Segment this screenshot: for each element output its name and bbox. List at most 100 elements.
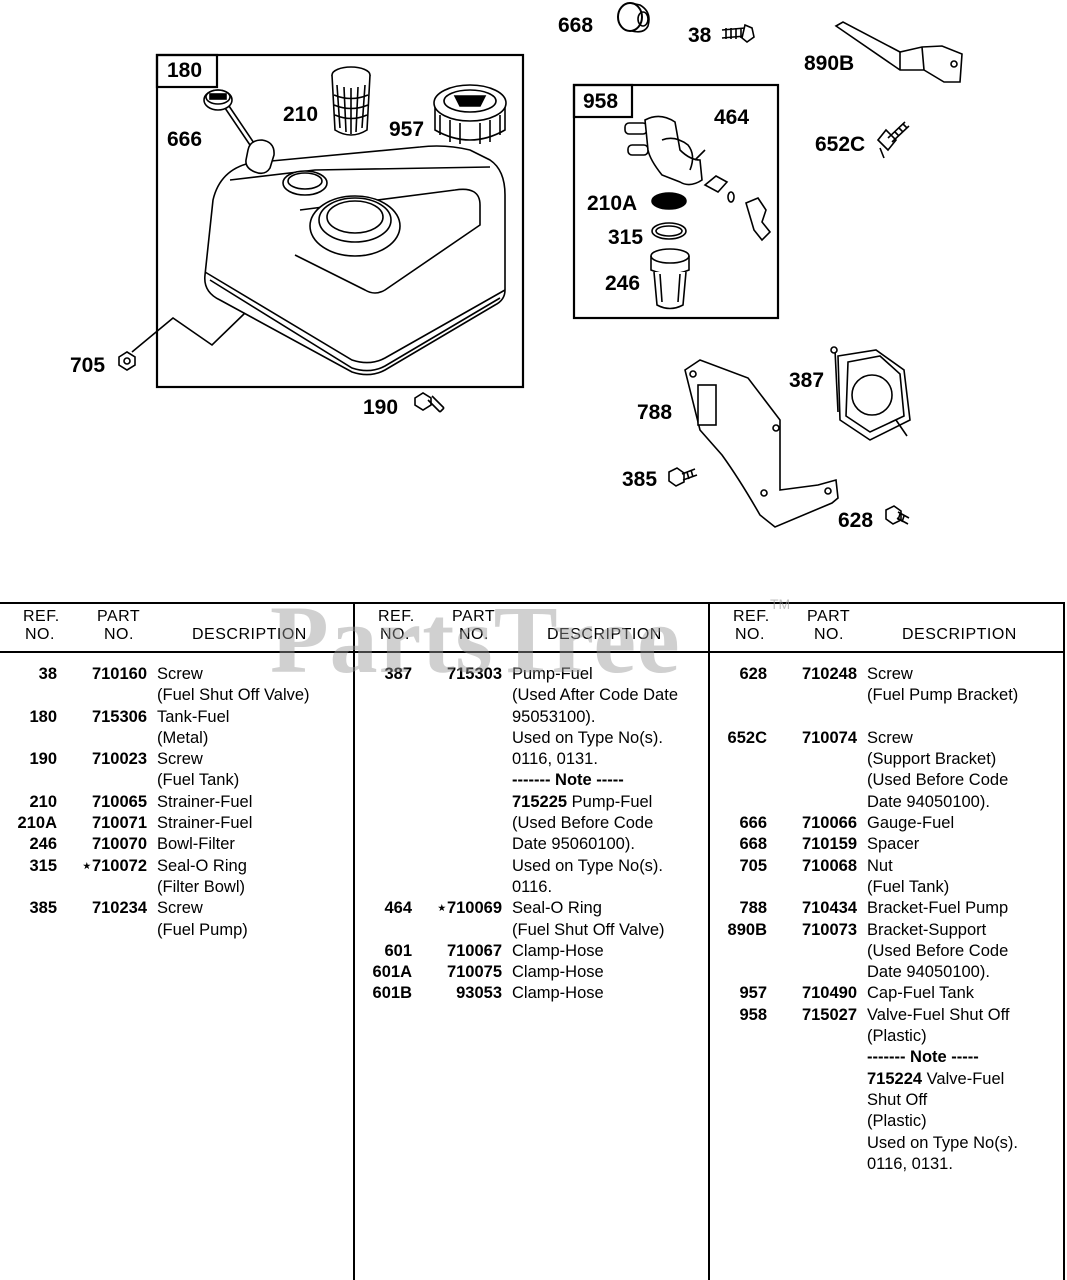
description: (Used After Code Date bbox=[512, 686, 678, 705]
callout-668: 668 bbox=[558, 14, 594, 37]
description: Shut Off bbox=[867, 1090, 928, 1109]
ref-no: 210 bbox=[29, 792, 57, 811]
description: 0116, 0131. bbox=[867, 1154, 953, 1173]
part-no: 710075 bbox=[446, 963, 502, 982]
table-row: 715224 Valve-Fuel bbox=[710, 1069, 1064, 1090]
description: Strainer-Fuel bbox=[157, 792, 253, 811]
description: Seal-O Ring bbox=[157, 856, 247, 875]
table-row: 0116, 0131. bbox=[355, 749, 709, 770]
group-box-958 bbox=[572, 83, 780, 320]
header-ref-line2: NO. bbox=[25, 626, 55, 643]
description: 715225 Pump-Fuel bbox=[512, 792, 652, 813]
part-no: 710073 bbox=[801, 920, 857, 939]
fuel-tank-drawing bbox=[203, 145, 506, 376]
table-row: (Fuel Tank) bbox=[710, 877, 1064, 898]
ref-no: 190 bbox=[29, 750, 57, 769]
group-label-box-958 bbox=[572, 83, 634, 119]
part-no: 710065 bbox=[91, 792, 147, 811]
group-box-180 bbox=[155, 53, 525, 389]
screw-190-drawing bbox=[414, 392, 445, 413]
table-row: 715225 Pump-Fuel bbox=[355, 792, 709, 813]
description: Cap-Fuel Tank bbox=[867, 984, 975, 1003]
table-row: (Fuel Shut Off Valve) bbox=[355, 920, 709, 941]
header-ref-line1: REF. bbox=[378, 608, 415, 625]
table-row: (Metal) bbox=[0, 728, 354, 749]
description: (Fuel Shut Off Valve) bbox=[157, 686, 310, 705]
header-ref-line2: NO. bbox=[380, 626, 410, 643]
callout-628: 628 bbox=[838, 509, 874, 532]
part-no: ⋆710072 bbox=[81, 856, 147, 875]
header-part-line2: NO. bbox=[104, 626, 134, 643]
table-row: 95053100). bbox=[355, 707, 709, 728]
ref-no: 705 bbox=[739, 856, 767, 875]
description: 95053100). bbox=[512, 707, 596, 726]
part-no: 715306 bbox=[91, 707, 147, 726]
description: (Support Bracket) bbox=[867, 750, 997, 769]
table-row: Used on Type No(s). bbox=[355, 856, 709, 877]
callout-705: 705 bbox=[70, 354, 106, 377]
description: Clamp-Hose bbox=[512, 984, 604, 1003]
table-row: 0116. bbox=[355, 877, 709, 898]
part-no: 710071 bbox=[91, 814, 147, 833]
description: Seal-O Ring bbox=[512, 899, 602, 918]
ref-no: 385 bbox=[29, 899, 57, 918]
table-rules bbox=[0, 602, 1065, 1280]
description: (Filter Bowl) bbox=[157, 877, 246, 896]
part-no: 93053 bbox=[456, 984, 502, 1003]
callout-890b: 890B bbox=[804, 52, 855, 75]
table-row bbox=[710, 707, 1064, 728]
description: Spacer bbox=[867, 835, 920, 854]
description: Clamp-Hose bbox=[512, 941, 604, 960]
screw-38-drawing bbox=[721, 23, 755, 44]
fuel-gauge-drawing bbox=[203, 89, 275, 175]
callout-387: 387 bbox=[789, 369, 825, 392]
description: Strainer-Fuel bbox=[157, 814, 253, 833]
watermark: PartsTree bbox=[270, 586, 681, 693]
description: Bracket-Fuel Pump bbox=[867, 899, 1009, 918]
header-part-line2: NO. bbox=[814, 626, 844, 643]
nut-drawing bbox=[118, 312, 246, 371]
screw-652c-drawing bbox=[876, 121, 910, 159]
callout-464: 464 bbox=[714, 106, 750, 129]
description: Screw bbox=[157, 665, 203, 683]
description: Nut bbox=[867, 856, 893, 875]
screw-628-drawing bbox=[885, 505, 910, 525]
ref-no: 628 bbox=[739, 665, 767, 683]
header-part-line2: NO. bbox=[459, 626, 489, 643]
ref-no: 601A bbox=[372, 963, 412, 982]
strainer-210a-drawing bbox=[651, 192, 687, 210]
table-row: Used on Type No(s). bbox=[710, 1133, 1064, 1154]
ref-no: 387 bbox=[384, 665, 412, 683]
description: Used on Type No(s). bbox=[867, 1133, 1019, 1152]
description: (Plastic) bbox=[867, 1112, 927, 1131]
description: Used on Type No(s). bbox=[512, 856, 664, 875]
ref-no: 668 bbox=[739, 835, 767, 854]
callout-666: 666 bbox=[167, 128, 203, 151]
ref-no: 246 bbox=[29, 835, 57, 854]
ref-no: 788 bbox=[739, 899, 767, 918]
description: Screw bbox=[867, 665, 913, 683]
spacer-drawing bbox=[617, 2, 650, 33]
shutoff-valve-drawing bbox=[624, 115, 772, 242]
part-no: 710070 bbox=[91, 835, 147, 854]
table-row: (Fuel Pump Bracket) bbox=[710, 685, 1064, 706]
description: Screw bbox=[157, 899, 203, 918]
header-description: DESCRIPTION bbox=[902, 626, 1017, 643]
description: Bowl-Filter bbox=[157, 835, 235, 854]
description: Screw bbox=[157, 750, 203, 769]
